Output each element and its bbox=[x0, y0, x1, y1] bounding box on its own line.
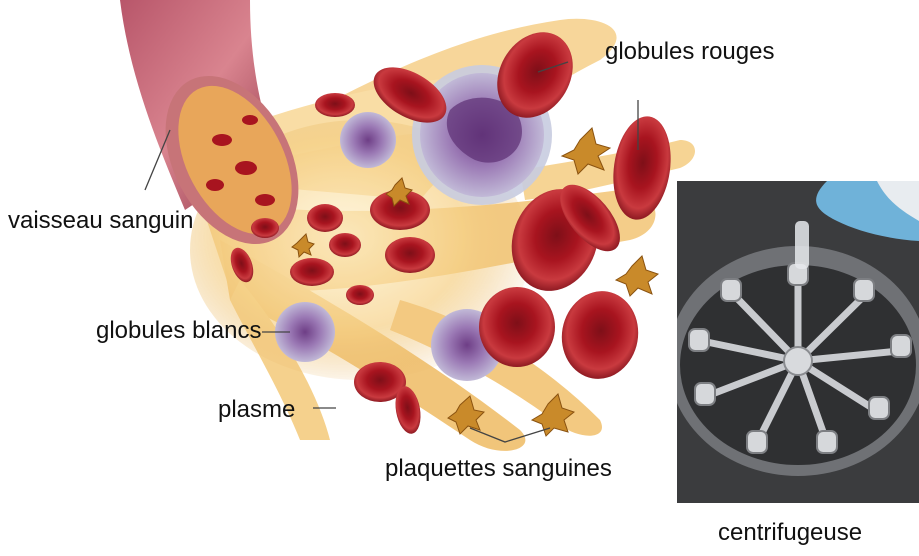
label-red-blood-cells: globules rouges bbox=[605, 40, 774, 64]
label-plasma: plasme bbox=[218, 398, 295, 422]
label-platelets: plaquettes sanguines bbox=[385, 457, 612, 481]
label-blood-vessel: vaisseau sanguin bbox=[8, 209, 193, 233]
centrifuge-photo bbox=[677, 181, 919, 503]
label-white-blood-cells: globules blancs bbox=[96, 319, 261, 343]
label-centrifuge: centrifugeuse bbox=[718, 521, 862, 545]
